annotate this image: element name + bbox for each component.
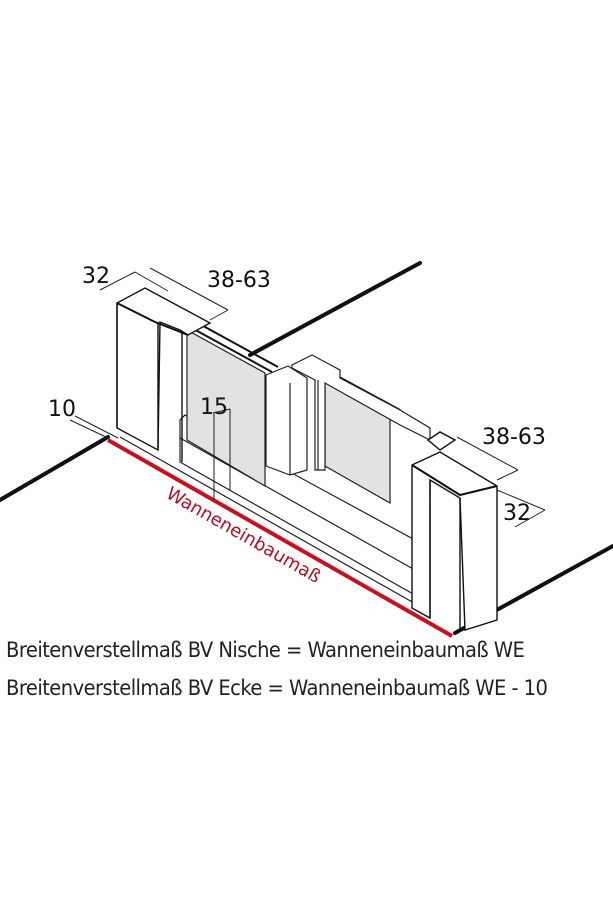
- wall-profile-right: [411, 431, 498, 631]
- door-profile-center: [291, 354, 431, 471]
- dim-threshold-height: 15: [200, 395, 228, 420]
- tub-width-measure-line: [107, 438, 453, 638]
- door-profile-left: [265, 365, 308, 476]
- wall-profile-left: [116, 287, 212, 462]
- dim-top-left-adjust: 38-63: [207, 268, 271, 293]
- dimension-lines: [69, 267, 546, 528]
- dim-right-adjust: 38-63: [482, 425, 546, 450]
- dim-top-left-depth: 32: [82, 264, 110, 289]
- dim-right-depth: 32: [503, 501, 531, 526]
- dim-left-offset: 10: [48, 397, 76, 422]
- caption-niche: Breitenverstellmaß BV Nische = Wannenein…: [6, 638, 525, 662]
- caption-corner: Breitenverstellmaß BV Ecke = Wanneneinba…: [6, 676, 548, 700]
- glass-panel-left: [186, 328, 266, 488]
